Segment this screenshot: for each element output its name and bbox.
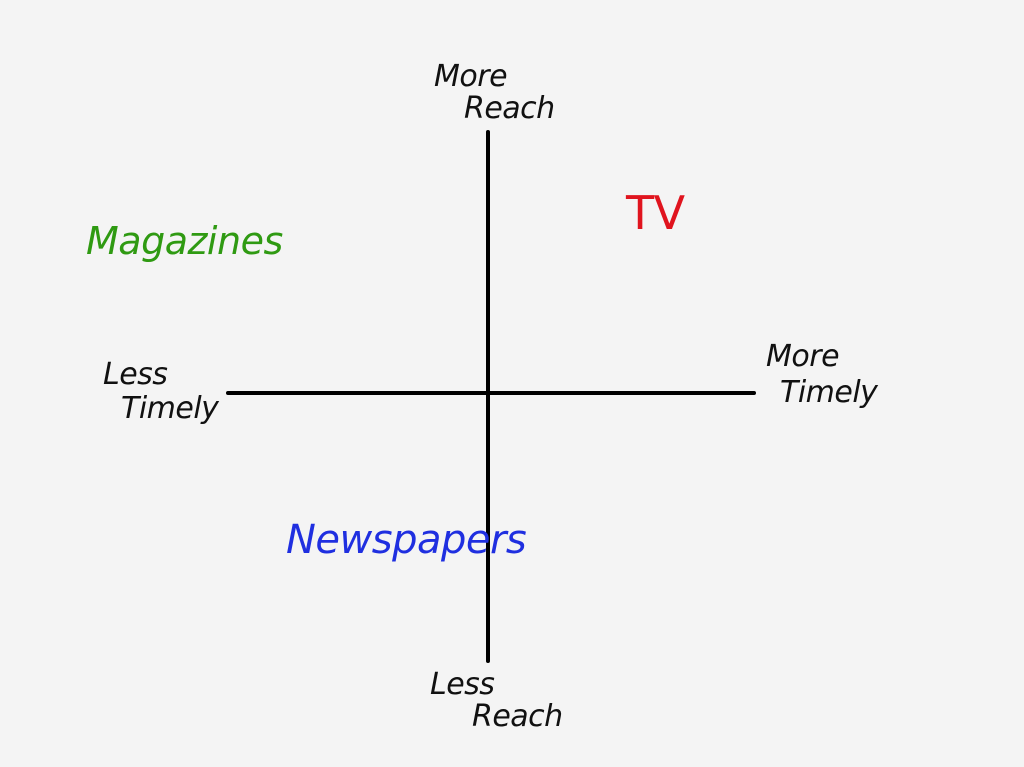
less-timely-label-line-1: Less: [103, 357, 168, 392]
more-reach-label-line-1: More: [434, 59, 508, 94]
tv-label: TV: [626, 186, 685, 240]
less-reach-label-line-1: Less: [430, 667, 495, 702]
less-timely-label: Less Timely: [103, 357, 219, 426]
more-reach-label-line-2: Reach: [464, 91, 555, 126]
less-reach-label-line-2: Reach: [472, 699, 563, 734]
less-timely-label-line-2: Timely: [121, 391, 219, 426]
more-timely-label-line-2: Timely: [780, 375, 878, 410]
more-timely-label: More Timely: [766, 339, 878, 410]
more-reach-label: More Reach: [434, 62, 555, 124]
more-timely-label-line-1: More: [766, 339, 840, 374]
newspapers-label: Newspapers: [286, 517, 527, 563]
less-reach-label: Less Reach: [430, 670, 563, 732]
magazines-label: Magazines: [86, 219, 283, 263]
timeliness-axis: [226, 391, 756, 395]
reach-axis: [486, 130, 490, 663]
